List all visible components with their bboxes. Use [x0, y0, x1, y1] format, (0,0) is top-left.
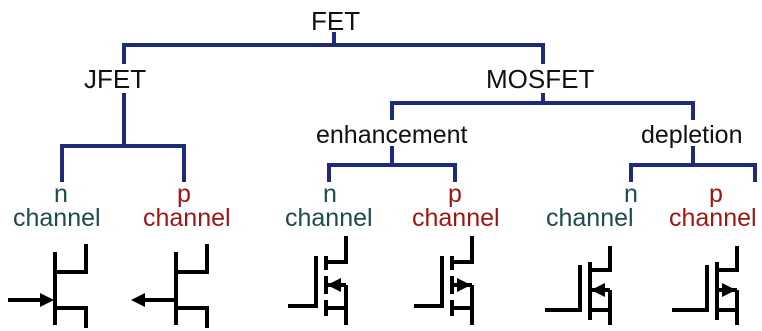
jfet-p-channel-symbol: [131, 244, 209, 328]
dep-n-type-label: n: [624, 180, 638, 208]
jfet-n-type-label: n: [54, 180, 68, 208]
enh-p-mosfet-symbol: [414, 236, 474, 325]
enh-n-mosfet-symbol: [288, 236, 348, 325]
tree-lines: [60, 32, 757, 182]
dep-n-mosfet-symbol: [545, 246, 612, 325]
enh-p-channel-label: channel: [412, 204, 500, 232]
enhancement-label: enhancement: [316, 121, 468, 149]
depletion-label: depletion: [641, 121, 743, 149]
root-label: FET: [311, 6, 361, 36]
dep-p-mosfet-symbol: [672, 246, 739, 325]
jfet-n-channel-symbol: [8, 244, 88, 328]
jfet-p-channel-label: channel: [143, 204, 231, 232]
dep-n-channel-label: channel: [546, 204, 634, 232]
enh-n-channel-label: channel: [285, 204, 373, 232]
mosfet-label: MOSFET: [486, 64, 595, 94]
jfet-n-channel-label: channel: [13, 204, 101, 232]
jfet-p-type-label: p: [177, 180, 191, 208]
enh-n-type-label: n: [323, 180, 337, 208]
dep-p-channel-label: channel: [669, 204, 757, 232]
jfet-label: JFET: [84, 64, 147, 94]
dep-p-type-label: p: [709, 180, 723, 208]
enh-p-type-label: p: [448, 180, 462, 208]
